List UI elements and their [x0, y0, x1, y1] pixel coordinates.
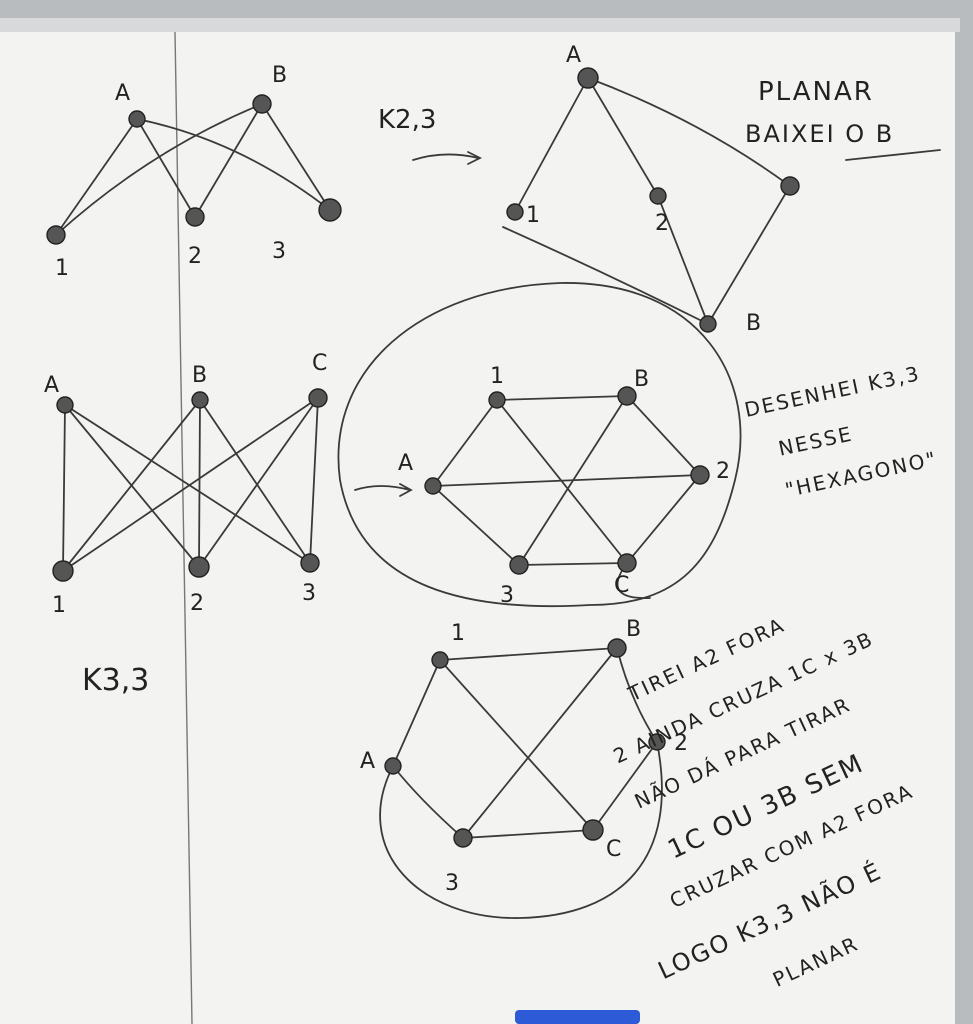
- k23-planar-graph: A 1 2 B: [502, 43, 800, 336]
- node-B: [252, 94, 272, 114]
- node-3: [780, 176, 800, 196]
- node-2: [690, 465, 710, 485]
- node-3: [300, 553, 320, 573]
- node-B: [607, 638, 627, 658]
- node-C: [617, 553, 637, 573]
- label-3: 3: [445, 871, 459, 896]
- node-1: [488, 391, 506, 409]
- node-2: [188, 556, 210, 578]
- label-1: 1: [52, 593, 66, 618]
- node-A: [424, 477, 442, 495]
- hexagon-graph: 1 B 2 C 3 A: [337, 282, 742, 608]
- note-planar-line2: BAIXEI O B: [745, 120, 894, 148]
- label-C: C: [614, 573, 629, 598]
- label-1: 1: [55, 256, 69, 281]
- k23-title: K2,3: [378, 105, 436, 135]
- k33-bipartite-graph: A B C 1 2 3: [44, 351, 328, 618]
- label-1: 1: [451, 621, 465, 646]
- label-2: 2: [655, 211, 669, 236]
- node-A: [577, 67, 599, 89]
- node-1: [52, 560, 74, 582]
- node-B: [699, 315, 717, 333]
- marker-tray: [515, 1010, 640, 1024]
- node-A: [128, 110, 146, 128]
- label-B: B: [634, 367, 649, 392]
- label-2: 2: [190, 591, 204, 616]
- k33-title: K3,3: [82, 663, 149, 698]
- top-rail: [0, 18, 960, 32]
- node-A: [56, 396, 74, 414]
- node-1: [431, 651, 449, 669]
- k23-bipartite-graph: A B 1 2 3: [46, 63, 342, 281]
- arrow-icon: [412, 151, 483, 165]
- node-B: [191, 391, 209, 409]
- label-B: B: [272, 63, 287, 88]
- divider-line: [174, 31, 193, 1024]
- label-A: A: [360, 749, 375, 774]
- node-2: [649, 187, 667, 205]
- node-1: [46, 225, 66, 245]
- label-B: B: [626, 617, 641, 642]
- label-A: A: [115, 81, 130, 106]
- note-planar-line1: PLANAR: [758, 77, 874, 107]
- node-3: [453, 828, 473, 848]
- label-B: B: [746, 311, 761, 336]
- node-B: [617, 386, 637, 406]
- label-3: 3: [302, 581, 316, 606]
- node-1: [506, 203, 524, 221]
- label-A: A: [398, 451, 413, 476]
- hexagon-bottom-graph: 1 B 2 C 3 A: [360, 617, 688, 919]
- label-1: 1: [490, 364, 504, 389]
- node-2: [185, 207, 205, 227]
- label-3: 3: [272, 239, 286, 264]
- label-B: B: [192, 363, 207, 388]
- node-2: [648, 733, 666, 751]
- label-2: 2: [188, 244, 202, 269]
- label-A: A: [44, 373, 59, 398]
- label-3: 3: [500, 583, 514, 608]
- label-2: 2: [674, 731, 688, 756]
- label-1: 1: [526, 203, 540, 228]
- node-A: [384, 757, 402, 775]
- note-planar: PLANAR BAIXEI O B: [745, 77, 941, 161]
- label-A: A: [566, 43, 581, 68]
- node-C: [308, 388, 328, 408]
- node-3: [318, 198, 342, 222]
- label-C: C: [312, 351, 327, 376]
- node-3: [509, 555, 529, 575]
- label-2: 2: [716, 459, 730, 484]
- label-C: C: [606, 837, 621, 862]
- hexagon-outer-loop: [337, 282, 742, 608]
- arrow-icon: [354, 483, 413, 497]
- node-C: [582, 819, 604, 841]
